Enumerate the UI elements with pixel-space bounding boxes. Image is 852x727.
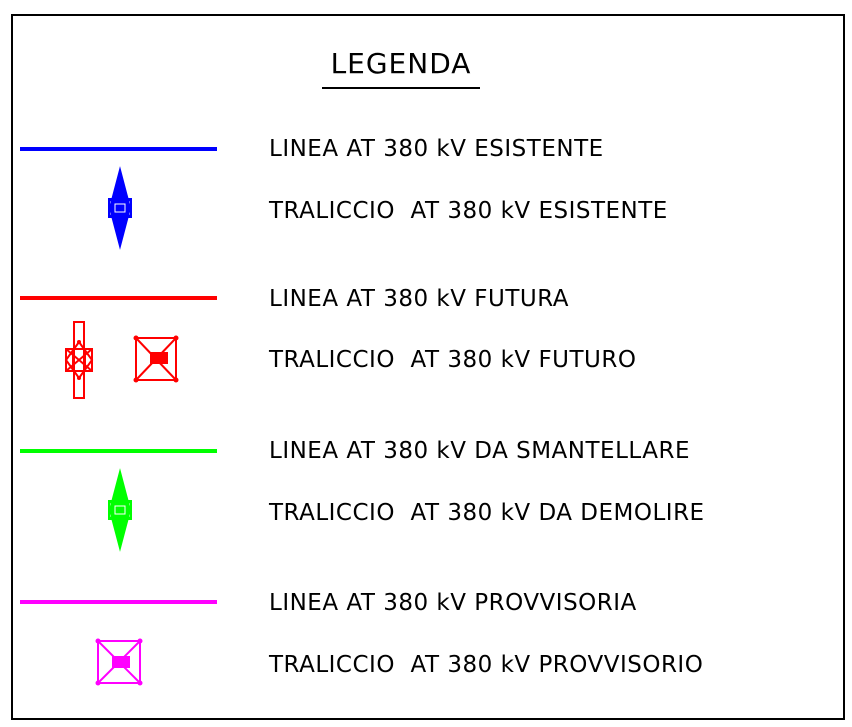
line-sample-dismantle	[20, 449, 217, 453]
line-label-provisional: LINEA AT 380 kV PROVVISORIA	[269, 590, 637, 616]
legend-title: LEGENDA	[330, 47, 472, 80]
tower-label-future: TRALICCIO AT 380 kV FUTURO	[269, 347, 637, 373]
tower-pair-icon	[64, 321, 179, 399]
diamond-tower-icon	[108, 166, 132, 250]
line-label-existing: LINEA AT 380 kV ESISTENTE	[269, 136, 604, 162]
line-sample-future	[20, 296, 217, 300]
line-sample-provisional	[20, 600, 217, 604]
legend-title-underline	[322, 87, 480, 89]
tower-label-provisional: TRALICCIO AT 380 kV PROVVISORIO	[269, 652, 704, 678]
diamond-tower-icon	[108, 468, 132, 552]
line-label-dismantle: LINEA AT 380 kV DA SMANTELLARE	[269, 438, 690, 464]
line-label-future: LINEA AT 380 kV FUTURA	[269, 286, 569, 312]
square-tower-icon	[95, 638, 143, 686]
tower-label-demolish: TRALICCIO AT 380 kV DA DEMOLIRE	[269, 500, 705, 526]
tower-label-existing: TRALICCIO AT 380 kV ESISTENTE	[269, 198, 668, 224]
line-sample-existing	[20, 147, 217, 151]
